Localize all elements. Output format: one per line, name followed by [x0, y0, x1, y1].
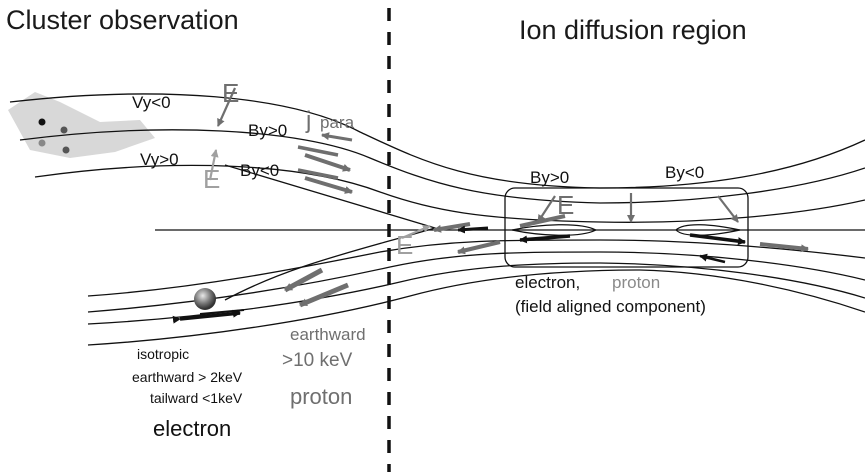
- electron-flow-arrow: [457, 225, 489, 234]
- e-field-arrow: [537, 195, 556, 223]
- by-pos-label: By>0: [530, 168, 569, 187]
- isotropic-electron-arrow: [199, 309, 245, 315]
- inner-loop: [511, 224, 598, 236]
- vy-neg-label: Vy<0: [132, 93, 171, 112]
- j-para-sub-label: para: [320, 113, 355, 132]
- inner-loop: [675, 224, 741, 236]
- right-title: Ion diffusion region: [519, 15, 747, 45]
- field-line: [34, 164, 865, 223]
- earthward-2kev-label: earthward > 2keV: [132, 369, 243, 385]
- j-para-label: j: [305, 107, 311, 134]
- e-field-arrow: [216, 87, 237, 127]
- by-arrow: [297, 145, 339, 157]
- proton-species-label: proton: [290, 384, 352, 409]
- left-title: Cluster observation: [6, 5, 239, 35]
- field-line: [87, 251, 865, 313]
- by-arrow: [297, 168, 339, 180]
- electron-flow-arrow: [689, 233, 746, 246]
- spacecraft-dot: [62, 146, 70, 154]
- field-line: [87, 269, 865, 346]
- tailward-1kev-label: tailward <1keV: [150, 390, 243, 406]
- by-neg-label: By<0: [240, 161, 279, 180]
- e-field-label: E: [557, 190, 574, 220]
- electron-flow-arrow: [519, 234, 571, 244]
- e-field-arrow: [717, 195, 739, 223]
- field-line: [9, 93, 865, 189]
- e-field-arrow: [401, 224, 431, 240]
- earthward-label: earthward: [290, 325, 366, 344]
- proton-flow-arrow: [433, 222, 471, 233]
- by-neg-label: By<0: [665, 163, 704, 182]
- field-line: [19, 129, 865, 204]
- proton-flow-arrow: [759, 242, 809, 253]
- isotropic-electron-arrow: [172, 309, 241, 324]
- e-field-label: E: [396, 230, 413, 260]
- e-field-arrow: [208, 149, 219, 181]
- spacecraft-ball: [194, 288, 216, 310]
- proton-label: proton: [612, 273, 660, 292]
- field-aligned-label: (field aligned component): [515, 297, 706, 316]
- electron-label: electron,: [515, 273, 580, 292]
- spacecraft-dot: [38, 118, 46, 126]
- electron-flow-arrow: [699, 253, 726, 264]
- proton-flow-arrow: [457, 240, 501, 255]
- isotropic-label: isotropic: [137, 346, 189, 362]
- e-field-label: E: [203, 164, 220, 194]
- earthward-proton-arrow: [283, 267, 324, 293]
- by-arrow: [304, 176, 353, 194]
- spacecraft-dot: [60, 126, 68, 134]
- vy-pos-label: Vy>0: [140, 150, 179, 169]
- e-field-label: E: [222, 78, 239, 108]
- energy-label: >10 keV: [282, 350, 353, 371]
- proton-flow-arrow: [519, 214, 566, 228]
- by-pos-label: By>0: [248, 121, 287, 140]
- earthward-proton-arrow: [299, 282, 349, 308]
- j-para-arrow: [321, 132, 353, 142]
- by-arrow: [304, 153, 351, 172]
- electron-species-label: electron: [153, 416, 231, 441]
- diffusion-region-box: [504, 187, 749, 268]
- spacecraft-dot: [38, 139, 46, 147]
